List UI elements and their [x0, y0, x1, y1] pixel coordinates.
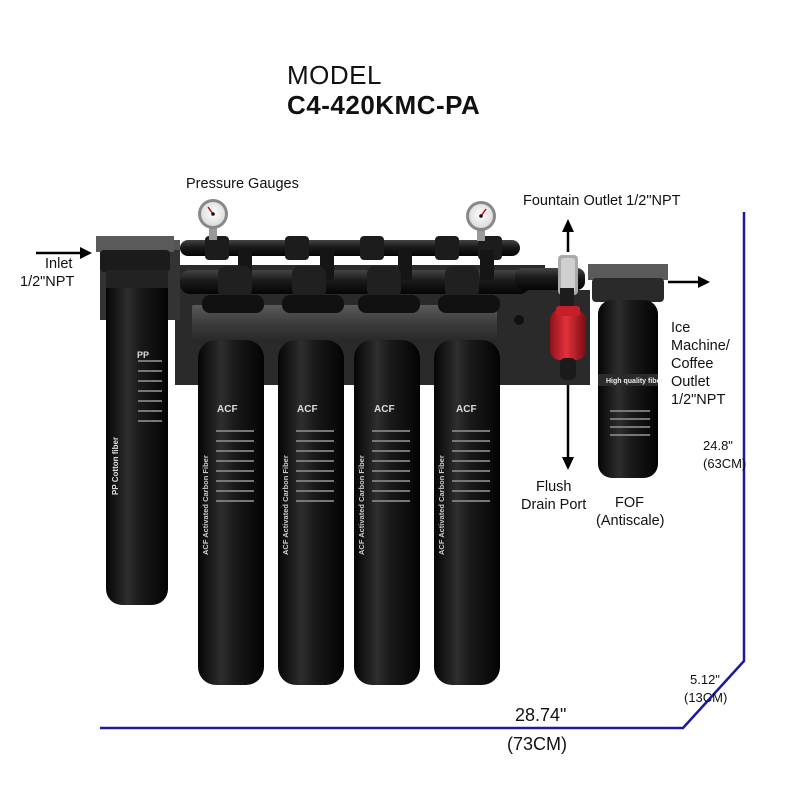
fof-band-text: High quality fiber	[606, 378, 663, 385]
pp-cartridge	[96, 236, 174, 605]
ice-outlet-label-1: Ice	[671, 320, 691, 336]
pressure-gauge-right	[466, 201, 496, 241]
acf-cartridge-4-side-text: ACF Activated Carbon Fiber	[437, 455, 446, 555]
pp-cartridge-label: PP	[137, 350, 149, 360]
acf-cartridge-1-label: ACF	[217, 404, 238, 415]
ice-outlet-label-4: Outlet	[671, 374, 710, 390]
pressure-gauges-label: Pressure Gauges	[186, 176, 299, 192]
model-number: C4-420KMC-PA	[287, 90, 481, 120]
ice-outlet-label-5: 1/2"NPT	[671, 392, 726, 408]
fof-label-1: FOF	[615, 495, 644, 511]
acf-cartridge-2-label: ACF	[297, 404, 318, 415]
fof-filter	[588, 264, 668, 478]
pressure-gauge-left	[198, 199, 228, 240]
depth-inches: 5.12"	[690, 672, 720, 687]
acf-cartridge-1-side-text: ACF Activated Carbon Fiber	[201, 455, 210, 555]
acf-cartridge-2	[278, 295, 344, 685]
fountain-outlet-label: Fountain Outlet 1/2"NPT	[523, 193, 681, 209]
acf-cartridge-3-side-text: ACF Activated Carbon Fiber	[357, 455, 366, 555]
ice-outlet-label-3: Coffee	[671, 356, 714, 372]
flow-arrows	[36, 219, 710, 470]
flush-label-2: Drain Port	[521, 497, 587, 513]
inlet-label: Inlet	[45, 256, 73, 272]
height-cm: (63CM)	[703, 456, 747, 471]
flush-label-1: Flush	[536, 479, 572, 495]
inlet-size-label: 1/2"NPT	[20, 274, 75, 290]
dimension-lines	[100, 212, 746, 730]
acf-cartridge-3	[354, 295, 420, 685]
width-inches: 28.74"	[515, 705, 567, 725]
depth-cm: (13CM)	[684, 690, 728, 705]
manifold-pipes	[180, 236, 585, 298]
acf-cartridge-3-label: ACF	[374, 404, 395, 415]
pp-cartridge-side-text: PP Cotton fiber	[111, 437, 120, 495]
ice-outlet-label-2: Machine/	[671, 338, 730, 354]
fof-label-2: (Antiscale)	[596, 513, 665, 529]
cartridge-fine-print	[138, 360, 490, 502]
flush-drain-valve	[550, 288, 586, 380]
acf-cartridge-2-side-text: ACF Activated Carbon Fiber	[281, 455, 290, 555]
front-mounting-plate	[192, 305, 497, 343]
height-inches: 24.8"	[703, 438, 733, 453]
acf-cartridge-4-label: ACF	[456, 404, 477, 415]
acf-cartridge-4	[434, 295, 500, 685]
width-cm: (73CM)	[507, 734, 568, 754]
acf-cartridge-1	[198, 295, 264, 685]
model-heading: MODEL	[287, 60, 382, 90]
